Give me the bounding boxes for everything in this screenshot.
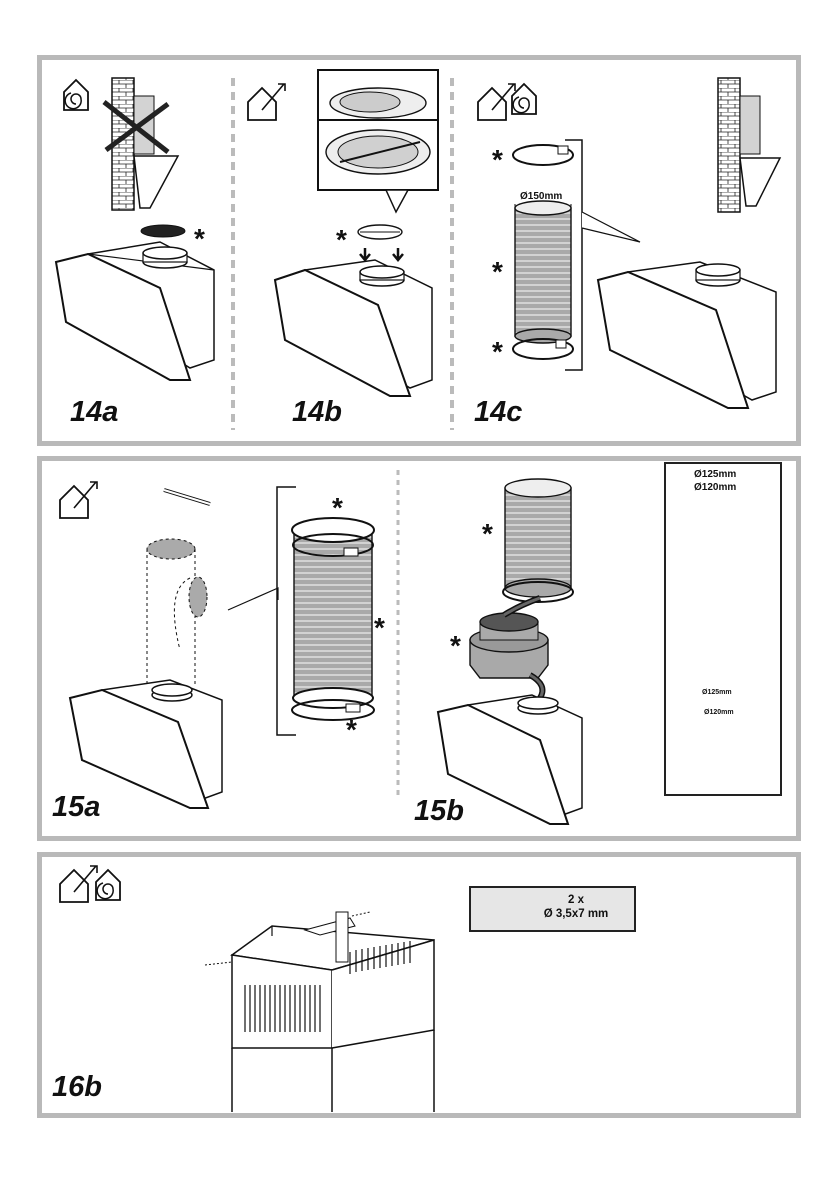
extraction-house-icon bbox=[247, 83, 286, 121]
step-label-16b: 16b bbox=[52, 1071, 102, 1103]
optional-mark: * bbox=[492, 336, 503, 367]
extraction-house-icon-15a bbox=[59, 481, 98, 519]
step-label-14c: 14c bbox=[474, 396, 523, 428]
recirculation-house-icon-16 bbox=[95, 868, 121, 901]
ghost-chimney-15a bbox=[146, 538, 208, 685]
recirculation-house-icon bbox=[63, 78, 89, 111]
optional-mark: * bbox=[336, 224, 347, 255]
duct-15b bbox=[502, 478, 574, 603]
extraction-house-icon-14c bbox=[477, 83, 516, 121]
wall-14c bbox=[717, 77, 782, 213]
optional-mark: * bbox=[332, 492, 343, 523]
optional-mark: * bbox=[450, 630, 461, 661]
screw-quantity: 2 x bbox=[568, 894, 584, 906]
optional-mark: * bbox=[482, 518, 493, 549]
screw-spec-box: 2 x Ø 3,5x7 mm bbox=[469, 886, 636, 932]
hood-14b bbox=[273, 259, 433, 397]
wall-14a bbox=[102, 77, 180, 211]
recirculation-house-icon-14c bbox=[511, 82, 537, 115]
vent-slots-front bbox=[244, 985, 321, 1032]
hood-15a bbox=[68, 679, 223, 809]
duct-size-inset: Ø125mm Ø120mm Ø125mm Ø120mm bbox=[664, 462, 782, 796]
chimney-16b bbox=[204, 911, 435, 1112]
optional-mark: * bbox=[492, 256, 503, 287]
inset-diameter-4: Ø120mm bbox=[704, 709, 734, 716]
bracket-15a bbox=[163, 488, 211, 506]
step-label-15b: 15b bbox=[414, 795, 464, 827]
optional-mark: * bbox=[492, 144, 503, 175]
hood-14c bbox=[596, 261, 777, 409]
hood-15b bbox=[436, 694, 583, 825]
step-label-14a: 14a bbox=[70, 396, 119, 428]
inset-diameter-3: Ø125mm bbox=[702, 689, 732, 696]
screw-size: Ø 3,5x7 mm bbox=[543, 908, 609, 920]
inset-diameter-1: Ø125mm bbox=[694, 469, 737, 480]
hood-14a bbox=[54, 224, 215, 381]
optional-mark: * bbox=[346, 714, 357, 745]
optional-mark: * bbox=[194, 223, 205, 254]
optional-mark: * bbox=[374, 612, 385, 643]
extraction-house-icon-16 bbox=[59, 865, 98, 903]
duct-diameter-label: Ø150mm bbox=[520, 191, 563, 202]
step-label-14b: 14b bbox=[292, 396, 342, 428]
inset-diameter-2: Ø120mm bbox=[694, 482, 737, 493]
duct-kit-15a bbox=[227, 486, 375, 736]
step-label-15a: 15a bbox=[52, 791, 101, 823]
no-cross-icon bbox=[102, 100, 170, 154]
adapter-15b bbox=[469, 595, 549, 700]
filter-detail-box bbox=[317, 69, 439, 214]
vent-slots-back bbox=[349, 941, 411, 974]
duct-kit-14c bbox=[512, 139, 641, 371]
damper-flaps bbox=[357, 224, 404, 262]
